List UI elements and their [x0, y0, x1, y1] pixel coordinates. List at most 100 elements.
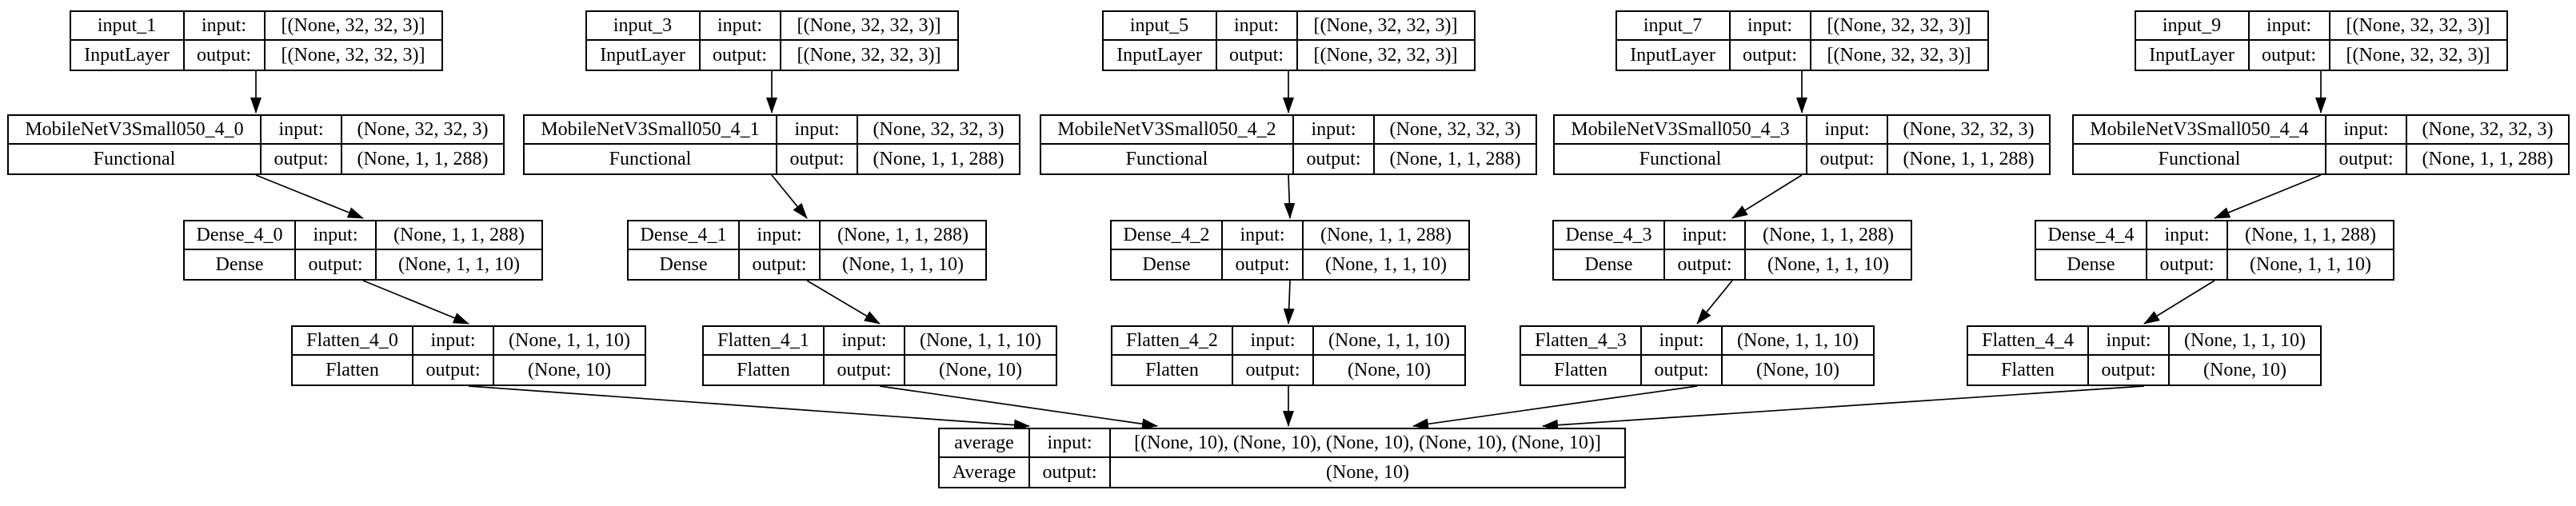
output-shape: (None, 1, 1, 288)	[2422, 148, 2554, 169]
output-shape: (None, 10)	[528, 359, 611, 380]
output-shape: (None, 1, 1, 10)	[398, 253, 520, 275]
output-shape: [(None, 32, 32, 3)]	[281, 44, 425, 66]
edge-Flatten_4_3-to-average	[1412, 385, 1698, 430]
output-label: output:	[1223, 250, 1304, 279]
output-label: output:	[185, 41, 266, 70]
layer-name: Flatten_4_2	[1112, 327, 1233, 356]
layer-class: Functional	[1041, 145, 1294, 173]
input-label: input:	[2249, 12, 2330, 41]
layer-name: input_9	[2135, 12, 2250, 41]
input-shape: (None, 1, 1, 288)	[1746, 221, 1911, 250]
input-shape: (None, 1, 1, 10)	[494, 327, 645, 356]
edge-MobileNetV3Small050_4_1-to-Dense_4_1	[771, 174, 808, 219]
input-label: input:	[825, 327, 905, 356]
input-shape: (None, 1, 1, 288)	[1304, 221, 1468, 250]
output-shape: [(None, 32, 32, 3)]	[1827, 44, 1971, 66]
input-label: input:	[1216, 12, 1298, 41]
edge-MobileNetV3Small050_4_2-to-Dense_4_2	[1284, 174, 1296, 219]
output-label: output:	[2147, 250, 2228, 279]
input-shape: (None, 1, 1, 288)	[377, 221, 541, 250]
layer-class: Flatten	[704, 356, 825, 384]
input-label: input:	[1807, 116, 1888, 145]
output-shape: (None, 10)	[1326, 461, 1409, 483]
output-shape: (None, 10)	[2203, 359, 2286, 380]
layer-name: input_3	[586, 12, 701, 41]
layer-name: average	[940, 429, 1030, 458]
layer-class: InputLayer	[587, 41, 701, 70]
layer-class: Functional	[9, 145, 262, 173]
input-shape: (None, 1, 1, 288)	[2228, 221, 2393, 250]
layer-class: Dense	[185, 250, 296, 279]
input-shape: [(None, 32, 32, 3)]	[1297, 12, 1474, 41]
layer-class: Dense	[1554, 250, 1665, 279]
input-label: input:	[1223, 221, 1304, 250]
layer-class: InputLayer	[71, 41, 185, 70]
edge-Flatten_4_1-to-average	[879, 385, 1158, 430]
layer-name: Dense_4_4	[2036, 221, 2147, 250]
output-label: output:	[2250, 41, 2330, 70]
output-shape: (None, 1, 1, 288)	[873, 148, 1004, 169]
input-shape: [(None, 32, 32, 3)]	[2330, 12, 2506, 41]
output-shape: [(None, 32, 32, 3)]	[2346, 44, 2490, 66]
output-label: output:	[825, 356, 905, 384]
input-shape: [(None, 10), (None, 10), (None, 10), (No…	[1111, 429, 1624, 458]
edge-MobileNetV3Small050_4_4-to-Dense_4_4	[2214, 174, 2322, 219]
output-label: output:	[262, 145, 342, 173]
layer-class: Functional	[1555, 145, 1807, 173]
layer-name: input_7	[1616, 12, 1731, 41]
input-label: input:	[1642, 327, 1723, 356]
input-shape: (None, 32, 32, 3)	[1888, 116, 2049, 145]
input-label: input:	[2089, 327, 2170, 356]
input-shape: (None, 1, 1, 10)	[1314, 327, 1464, 356]
edge-Dense_4_3-to-Flatten_4_3	[1696, 280, 1733, 325]
edge-Dense_4_2-to-Flatten_4_2	[1283, 280, 1295, 325]
input-label: input:	[1730, 12, 1811, 41]
layer-name: Dense_4_0	[185, 221, 296, 250]
layer-name: Flatten_4_3	[1521, 327, 1642, 356]
layer-name: MobileNetV3Small050_4_1	[525, 116, 777, 145]
input-shape: [(None, 32, 32, 3)]	[781, 12, 957, 41]
input-label: input:	[740, 221, 821, 250]
input-label: input:	[1030, 429, 1111, 458]
layer-class: Dense	[629, 250, 740, 279]
layer-class: Average	[940, 458, 1030, 487]
input-shape: (None, 32, 32, 3)	[2407, 116, 2568, 145]
output-label: output:	[777, 145, 858, 173]
output-label: output:	[1665, 250, 1746, 279]
layer-class: Flatten	[1112, 356, 1233, 384]
input-label: input:	[2147, 221, 2228, 250]
edge-MobileNetV3Small050_4_0-to-Dense_4_0	[255, 174, 364, 219]
output-label: output:	[1030, 458, 1111, 487]
output-label: output:	[1642, 356, 1723, 384]
output-label: output:	[2326, 145, 2407, 173]
output-label: output:	[296, 250, 377, 279]
edge-Dense_4_4-to-Flatten_4_4	[2143, 280, 2215, 325]
output-shape: (None, 1, 1, 10)	[2250, 253, 2371, 275]
output-label: output:	[1731, 41, 1811, 70]
input-label: input:	[184, 12, 266, 41]
layer-class: Flatten	[293, 356, 413, 384]
layer-name: Flatten_4_4	[1968, 327, 2089, 356]
layer-class: InputLayer	[1104, 41, 1217, 70]
edge-Dense_4_1-to-Flatten_4_1	[806, 280, 881, 325]
layer-class: Flatten	[1968, 356, 2089, 384]
layer-name: Dense_4_1	[629, 221, 740, 250]
output-label: output:	[1217, 41, 1298, 70]
layer-class: Functional	[525, 145, 777, 173]
